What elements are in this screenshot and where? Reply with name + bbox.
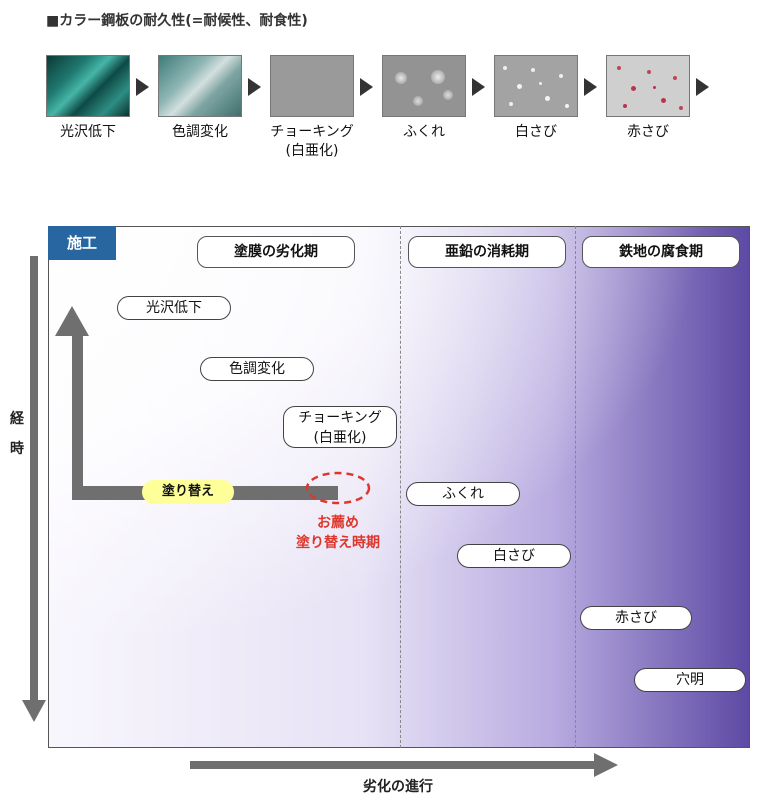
event-chalking: チョーキング (白亜化)	[283, 406, 397, 448]
phase-coating-deterioration: 塗膜の劣化期	[197, 236, 355, 268]
event-perforation: 穴明	[634, 668, 746, 692]
repaint-arrow-icon	[55, 306, 371, 505]
arrow-right-icon	[472, 78, 485, 96]
red-rust-panel-icon	[606, 55, 690, 117]
arrow-right-icon	[696, 78, 709, 96]
arrow-right-icon	[136, 78, 149, 96]
event-gloss-loss: 光沢低下	[117, 296, 231, 320]
recommend-circle-icon	[305, 471, 371, 505]
stage-label: 白さび	[515, 124, 557, 140]
page-title: ■カラー鋼板の耐久性(=耐候性、耐食性)	[46, 13, 308, 29]
stage-label: 色調変化	[172, 124, 228, 140]
time-axis-label: 経 時	[10, 411, 24, 457]
glossy-teal-panel-icon	[46, 55, 130, 117]
repaint-label: 塗り替え	[142, 480, 234, 504]
progress-axis-arrow-icon	[190, 753, 618, 777]
progress-axis-label: 劣化の進行	[363, 779, 433, 795]
phase-zinc-consumption: 亜鉛の消耗期	[408, 236, 566, 268]
construction-label: 施工	[48, 226, 116, 260]
recommended-repaint-time: お薦め 塗り替え時期	[296, 515, 380, 551]
phase-iron-corrosion: 鉄地の腐食期	[582, 236, 740, 268]
event-red-rust: 赤さび	[580, 606, 692, 630]
white-rust-panel-icon	[494, 55, 578, 117]
blister-panel-icon	[382, 55, 466, 117]
gray-chalky-panel-icon	[270, 55, 354, 117]
arrow-right-icon	[360, 78, 373, 96]
stage-label: 光沢低下	[60, 124, 116, 140]
event-color-change: 色調変化	[200, 357, 314, 381]
phase-divider	[400, 226, 401, 748]
stage-label: チョーキング (白亜化)	[270, 124, 354, 159]
arrow-right-icon	[584, 78, 597, 96]
arrow-right-icon	[248, 78, 261, 96]
phase-divider	[575, 226, 576, 748]
event-white-rust: 白さび	[457, 544, 571, 568]
event-blister: ふくれ	[406, 482, 520, 506]
faded-teal-panel-icon	[158, 55, 242, 117]
time-axis-arrow-icon	[22, 256, 46, 722]
stage-label: 赤さび	[627, 124, 669, 140]
stage-label: ふくれ	[403, 124, 445, 140]
